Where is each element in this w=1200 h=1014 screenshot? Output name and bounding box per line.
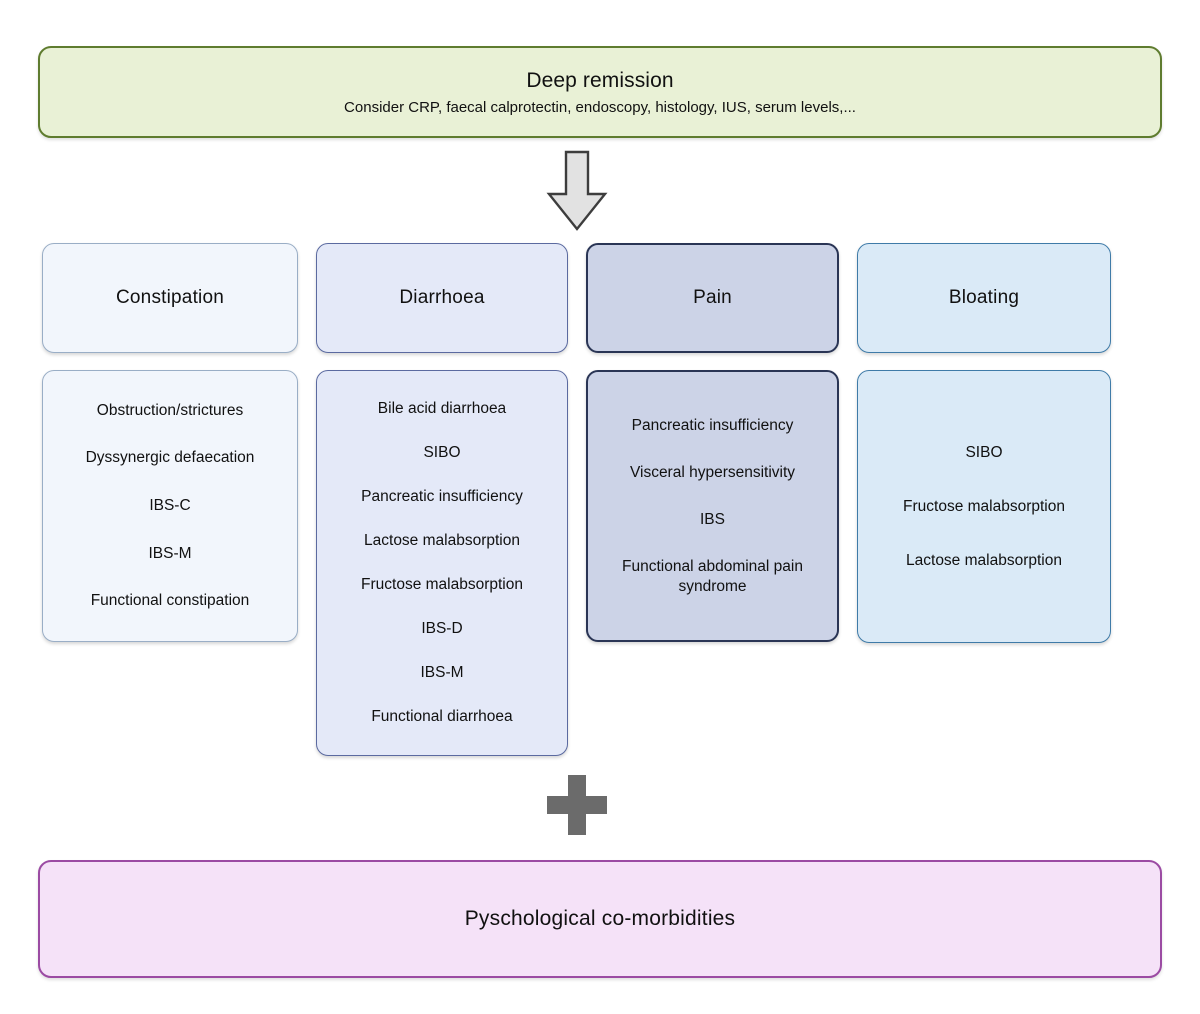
list-item: Functional diarrhoea: [371, 708, 513, 725]
list-item: Visceral hypersensitivity: [629, 463, 796, 481]
plus-icon: [547, 775, 607, 835]
header-diarrhoea[interactable]: Diarrhoea: [316, 243, 568, 353]
list-item: Pancreatic insufficiency: [631, 416, 794, 434]
list-item: Pancreatic insufficiency: [361, 488, 523, 505]
list-item: Functional abdominal pain syndrome: [622, 557, 803, 595]
content-diarrhoea: Bile acid diarrhoea SIBO Pancreatic insu…: [316, 370, 568, 756]
list-item: IBS-M: [420, 664, 464, 681]
list-item: Lactose malabsorption: [364, 532, 520, 549]
header-constipation[interactable]: Constipation: [42, 243, 298, 353]
list-item: Fructose malabsorption: [361, 576, 523, 593]
list-item: Lactose malabsorption: [906, 551, 1062, 569]
header-pain-label: Pain: [693, 287, 732, 308]
list-item: Functional constipation: [90, 592, 250, 610]
header-pain[interactable]: Pain: [586, 243, 839, 353]
content-constipation: Obstruction/strictures Dyssynergic defae…: [42, 370, 298, 642]
deep-remission-title: Deep remission: [526, 68, 674, 92]
list-item: Bile acid diarrhoea: [377, 400, 507, 417]
list-item: SIBO: [965, 443, 1003, 461]
header-bloating-label: Bloating: [948, 287, 1020, 308]
content-bloating: SIBO Fructose malabsorption Lactose mala…: [857, 370, 1111, 643]
content-pain: Pancreatic insufficiency Visceral hypers…: [586, 370, 839, 642]
header-constipation-label: Constipation: [115, 287, 225, 308]
list-item: Obstruction/strictures: [96, 401, 244, 419]
list-item: SIBO: [423, 444, 461, 461]
deep-remission-banner: Deep remission Consider CRP, faecal calp…: [38, 46, 1162, 138]
deep-remission-subtitle: Consider CRP, faecal calprotectin, endos…: [344, 98, 856, 116]
list-item: IBS-D: [421, 620, 463, 637]
list-item: Fructose malabsorption: [903, 497, 1065, 515]
down-arrow-icon: [545, 150, 609, 232]
list-item: IBS-M: [148, 544, 192, 562]
list-item: Dyssynergic defaecation: [85, 449, 255, 467]
psychological-comorbidities-title: Pyschological co-morbidities: [464, 907, 736, 930]
list-item: IBS-C: [149, 496, 191, 514]
header-bloating[interactable]: Bloating: [857, 243, 1111, 353]
psychological-comorbidities-banner: Pyschological co-morbidities: [38, 860, 1162, 978]
header-diarrhoea-label: Diarrhoea: [399, 287, 485, 308]
list-item: IBS: [700, 510, 725, 528]
